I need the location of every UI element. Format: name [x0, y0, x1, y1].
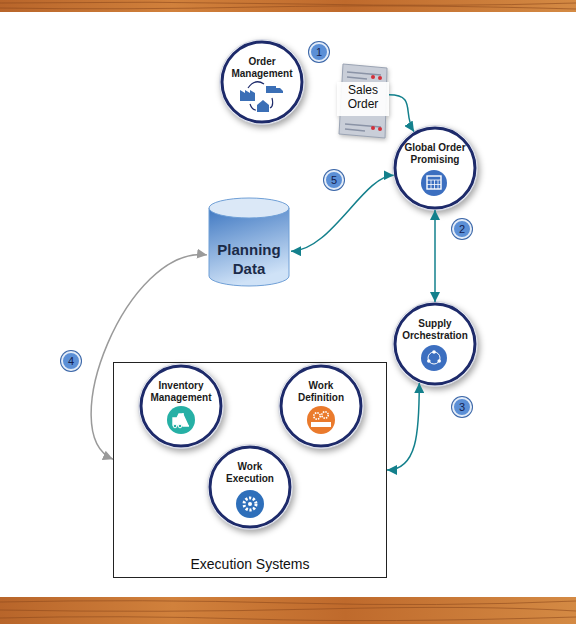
outer-ring	[220, 40, 305, 125]
node-text: Sales Order	[339, 83, 387, 111]
box-border	[114, 363, 387, 578]
calendar-grid	[427, 180, 441, 189]
wood-grain	[0, 2, 576, 9]
circle-border	[141, 366, 221, 446]
system-circle: Supply Orchestration	[392, 301, 478, 387]
outer-ring	[393, 126, 478, 211]
node-outline	[219, 39, 305, 125]
circle-border	[222, 42, 302, 122]
red-dot	[371, 75, 375, 79]
callout-number: 4	[61, 351, 81, 371]
cylinder-top	[209, 198, 289, 218]
node-text: Global Order Promising	[402, 142, 468, 166]
node-text: Work Execution	[217, 461, 283, 485]
orbit-dot	[427, 359, 431, 363]
callout-number: 3	[452, 397, 472, 417]
node-text: Planning Data	[211, 240, 287, 278]
flow-connector	[389, 95, 414, 132]
execution-icon	[236, 490, 264, 518]
forklift-icon	[167, 406, 195, 434]
node-outline	[278, 363, 364, 449]
orchestration-icon	[421, 345, 447, 371]
gear	[244, 498, 256, 510]
circle-border	[281, 366, 361, 446]
label-band	[337, 82, 389, 116]
icon-disc	[167, 406, 195, 434]
circle-border	[395, 304, 475, 384]
callout-number: 2	[452, 219, 472, 239]
circle-border	[210, 447, 290, 527]
node-outline	[138, 363, 224, 449]
definition-icon	[307, 406, 335, 434]
order-icon	[240, 82, 283, 112]
calendar-icon	[421, 170, 447, 196]
flow-connector	[387, 383, 419, 470]
outer-ring	[279, 364, 364, 449]
outer-ring	[208, 445, 293, 530]
truck-icon	[266, 86, 276, 93]
gear-hub	[248, 502, 252, 506]
icon-disc	[236, 490, 264, 518]
system-circle: Global Order Promising	[392, 125, 478, 211]
truck-cab	[276, 88, 283, 93]
red-dot	[378, 76, 382, 80]
calendar-frame	[427, 176, 441, 189]
database-cylinder: Planning Data	[207, 196, 291, 288]
flow-connector	[434, 210, 436, 302]
group-box: Execution SystemsInventory ManagementWor…	[113, 362, 387, 578]
cylinder-body	[209, 208, 289, 286]
orbit-dot	[432, 350, 436, 354]
flow-connector	[91, 254, 207, 459]
system-circle: Work Definition	[278, 363, 364, 449]
orbit-ring	[428, 352, 440, 364]
icon-disc	[307, 406, 335, 434]
forklift-wheel	[178, 424, 182, 428]
red-dot	[371, 126, 375, 130]
icon-disc	[421, 170, 447, 196]
node-text: Supply Orchestration	[402, 318, 468, 342]
outer-ring	[139, 364, 224, 449]
forklift-body	[173, 413, 189, 426]
wood-grain	[0, 601, 576, 621]
wood-band-bottom	[0, 597, 576, 624]
circle-border	[395, 128, 475, 208]
node-outline	[392, 301, 478, 387]
icon-disc	[421, 345, 447, 371]
forklift-wheel	[173, 424, 177, 428]
node-outline	[392, 125, 478, 211]
gear-small	[322, 412, 328, 418]
gear-small	[314, 413, 320, 419]
system-circle: Inventory Management	[138, 363, 224, 449]
node-text: Order Management	[229, 56, 295, 80]
node-outline	[207, 444, 293, 530]
node-text: Work Definition	[288, 380, 354, 404]
red-dot	[378, 127, 382, 131]
house-icon	[257, 100, 269, 112]
callout-number: 1	[309, 42, 329, 62]
document-sheet: Sales Order	[337, 62, 389, 140]
system-circle: Order Management	[219, 39, 305, 125]
factory-icon	[240, 90, 255, 101]
wood-band-top	[0, 0, 576, 12]
orbit-dot	[437, 359, 441, 363]
node-text: Inventory Management	[148, 380, 214, 404]
callout-number: 5	[324, 170, 344, 190]
system-circle: Work Execution	[207, 444, 293, 530]
flow-connector	[291, 175, 394, 251]
outer-ring	[393, 302, 478, 387]
node-text: Execution Systems	[113, 556, 387, 572]
ruler-bar	[311, 422, 331, 427]
flow-curve	[248, 82, 273, 110]
